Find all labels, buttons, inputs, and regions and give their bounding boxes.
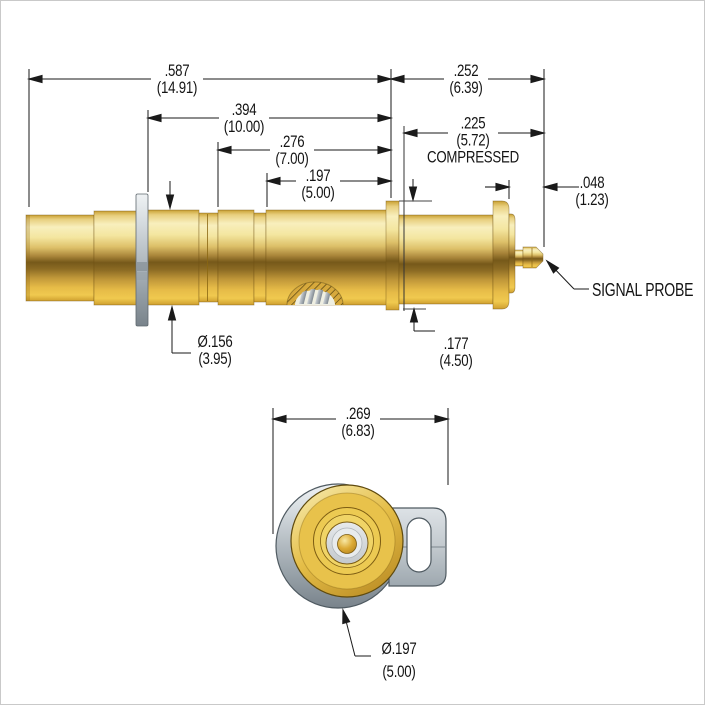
tip-flange-step <box>508 213 516 294</box>
inch-value: .225 <box>460 113 486 133</box>
inch-value: Ø.156 <box>197 332 233 351</box>
inch-value: Ø.197 <box>381 639 417 658</box>
inch-value: .394 <box>231 100 257 119</box>
dim-length-394: .394 (10.00) <box>223 100 265 136</box>
dim-plunger-travel: .252 (6.39) <box>449 62 482 96</box>
dim-flange-diameter: .177 (4.50) <box>439 335 472 369</box>
mm-value: (6.39) <box>449 78 483 97</box>
tab-slot <box>406 517 432 573</box>
inch-value: .252 <box>453 61 479 80</box>
dimension-lines <box>26 69 589 354</box>
mm-value: (10.00) <box>223 117 265 136</box>
mm-value: (5.00) <box>301 183 335 202</box>
body-section <box>146 209 200 306</box>
rear-plunger-edge-shade <box>26 215 30 301</box>
inch-value: .587 <box>164 61 190 80</box>
inch-value: .276 <box>279 132 305 151</box>
compressed-note: COMPRESSED <box>427 147 519 167</box>
mm-value: (1.23) <box>575 190 609 209</box>
inch-value: .048 <box>579 173 605 192</box>
mm-value: (3.95) <box>198 349 232 368</box>
inch-value: .177 <box>443 334 469 353</box>
end-view <box>275 483 447 609</box>
body-section <box>217 209 255 306</box>
dim-end-overall-width: .269 (6.83) <box>341 405 374 439</box>
dim-compressed: .225 (5.72) COMPRESSED <box>427 115 519 166</box>
signal-probe-label: SIGNAL PROBE <box>592 280 694 300</box>
tip-flange <box>492 200 510 310</box>
side-view <box>25 200 544 311</box>
plunger-barrel <box>398 214 494 305</box>
mounting-flange <box>385 200 400 311</box>
dim-body-diameter: Ø.156 (3.95) <box>198 333 233 367</box>
mm-value: (5.72) <box>456 130 490 150</box>
dim-end-flange-diameter: Ø.197 (5.00) <box>382 637 417 683</box>
end-view-dimensions <box>270 408 451 657</box>
dim-tip-length: .048 (1.23) <box>575 174 608 208</box>
probe-tip <box>522 246 544 269</box>
rear-plunger <box>25 214 95 302</box>
tip-neck <box>514 249 524 267</box>
groove-ring-b <box>253 212 267 303</box>
mounting-washer <box>135 193 149 327</box>
collar <box>93 210 138 306</box>
groove-ring-a <box>198 212 219 303</box>
mm-value: (14.91) <box>156 78 198 97</box>
inch-value: .269 <box>345 404 371 423</box>
spring-cutaway <box>286 281 344 306</box>
dim-length-197: .197 (5.00) <box>301 167 334 201</box>
inch-value: .197 <box>305 166 331 185</box>
dim-overall-length: .587 (14.91) <box>156 61 198 97</box>
dim-length-276: .276 (7.00) <box>275 133 308 167</box>
mm-value: (4.50) <box>439 351 473 370</box>
mm-value: (7.00) <box>275 149 309 168</box>
mm-value: (6.83) <box>341 421 375 440</box>
ball-tip <box>337 534 357 554</box>
mm-value: (5.00) <box>382 662 416 681</box>
